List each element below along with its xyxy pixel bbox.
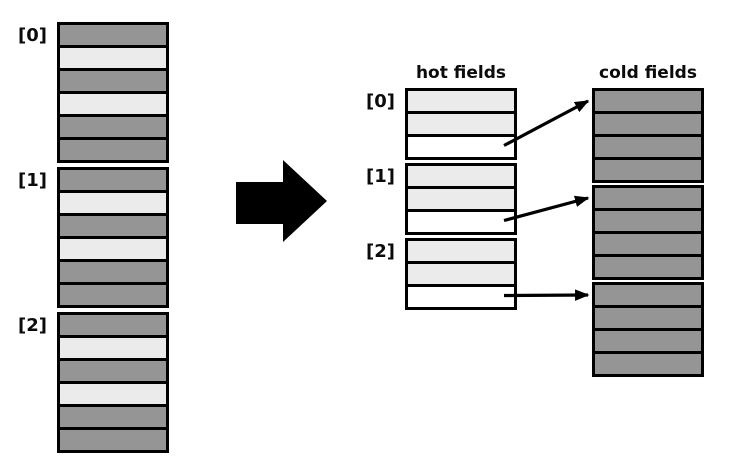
cold-field-row: [60, 315, 166, 335]
hot-field-row: [408, 261, 514, 284]
transform-right-arrow-icon: [236, 160, 327, 242]
cold-field-row: [60, 404, 166, 427]
cold-field-row: [60, 170, 166, 190]
hot-fields-title: hot fields: [415, 63, 507, 83]
cold-block: [592, 185, 704, 280]
cold-field-row: [60, 25, 166, 45]
cold-field-row: [60, 213, 166, 236]
pointer-field-row: [408, 284, 514, 307]
cold-fields-column: cold fields: [592, 64, 704, 379]
cold-field-row: [595, 254, 701, 277]
hot-field-row: [408, 166, 514, 186]
hot-field-row: [60, 91, 166, 114]
array-index-label: [2]: [18, 315, 47, 336]
original-array-column: [0] [1] [2]: [18, 22, 169, 457]
cold-field-row: [60, 427, 166, 450]
cold-field-row: [595, 208, 701, 231]
cold-field-row: [60, 358, 166, 381]
cold-field-row: [595, 188, 701, 208]
cold-fields-title: cold fields: [599, 63, 697, 83]
cold-field-row: [595, 231, 701, 254]
hot-fields-column: hot fields [0] [1] [2]: [366, 63, 517, 313]
array-index-label: [0]: [18, 25, 47, 46]
hot-field-row: [408, 111, 514, 134]
array-element-block: [2]: [18, 312, 169, 453]
hot-element-block: [2]: [366, 238, 517, 310]
hot-element-block: [1]: [366, 163, 517, 235]
cold-field-row: [595, 111, 701, 134]
hot-field-row: [408, 91, 514, 111]
array-index-label: [0]: [366, 91, 395, 112]
cold-field-row: [60, 282, 166, 305]
hot-field-row: [408, 186, 514, 209]
array-index-label: [2]: [366, 241, 395, 262]
cold-block: [592, 282, 704, 377]
cold-field-row: [595, 328, 701, 351]
hot-element-block: [0]: [366, 88, 517, 160]
cold-field-row: [595, 305, 701, 328]
array-index-label: [1]: [366, 166, 395, 187]
cold-block: [592, 88, 704, 183]
cold-field-row: [595, 285, 701, 305]
cold-field-row: [595, 157, 701, 180]
cold-field-row: [60, 114, 166, 137]
hot-field-row: [60, 335, 166, 358]
cold-field-row: [595, 91, 701, 111]
pointer-field-row: [408, 134, 514, 157]
hot-field-row: [60, 381, 166, 404]
array-element-block: [1]: [18, 167, 169, 308]
hot-field-row: [60, 45, 166, 68]
array-element-block: [0]: [18, 22, 169, 163]
cold-field-row: [60, 259, 166, 282]
hot-field-row: [60, 236, 166, 259]
pointer-field-row: [408, 209, 514, 232]
cold-field-row: [595, 134, 701, 157]
cold-field-row: [60, 68, 166, 91]
array-index-label: [1]: [18, 170, 47, 191]
cold-field-row: [60, 137, 166, 160]
hot-field-row: [408, 241, 514, 261]
hot-field-row: [60, 190, 166, 213]
cold-field-row: [595, 351, 701, 374]
